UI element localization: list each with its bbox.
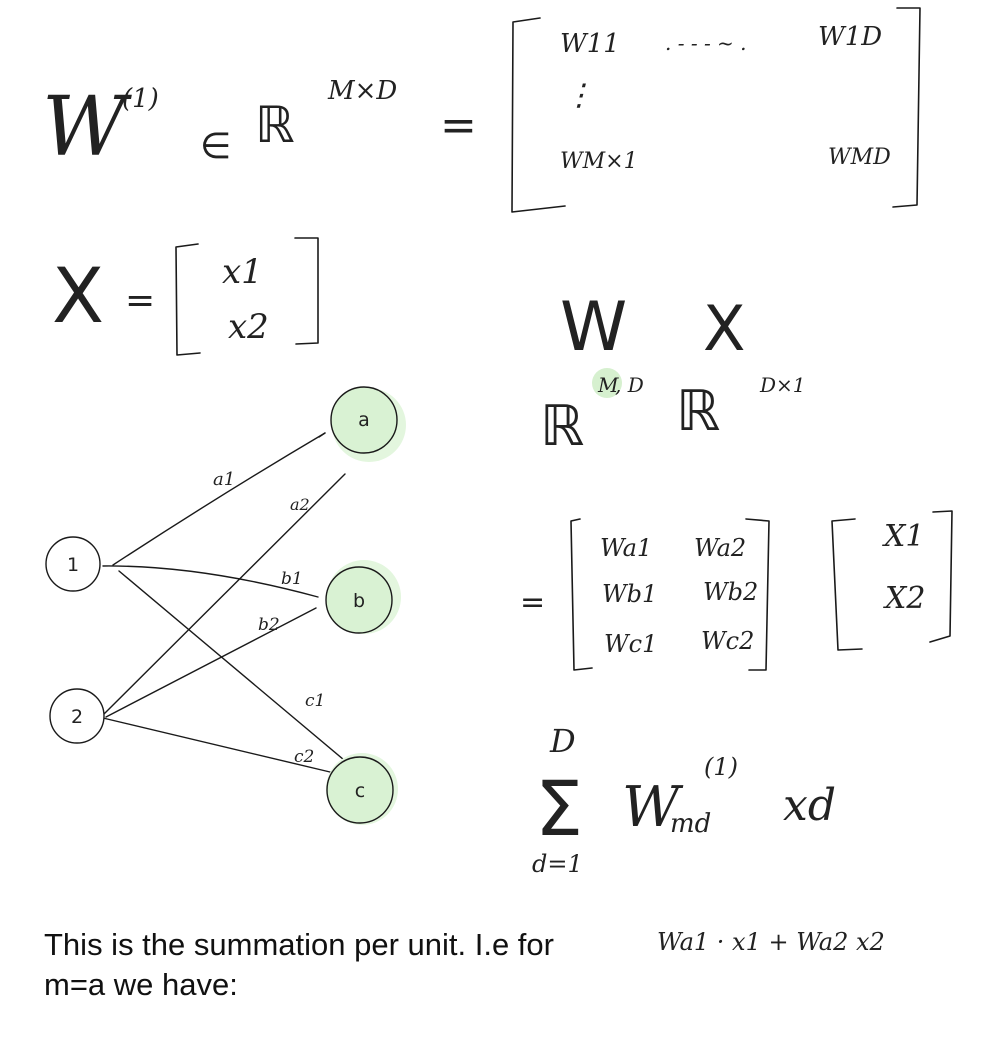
sum-term-subscript: md <box>670 809 711 839</box>
output-node-c-label: c <box>355 780 365 802</box>
edge-label-c2: c2 <box>294 747 314 767</box>
weight-entry-wb2: Wb2 <box>703 578 758 606</box>
product-w-symbol: W <box>560 288 627 367</box>
x-symbol: X <box>52 251 104 340</box>
w-dims-m: M <box>597 373 619 397</box>
sum-lower-limit: d=1 <box>532 850 583 878</box>
sum-term-w: W <box>622 775 684 840</box>
matrix-left-bracket <box>511 17 566 213</box>
edge-1-to-b <box>102 565 319 598</box>
edge-label-a2: a2 <box>290 495 310 514</box>
edge-label-a1: a1 <box>213 469 235 490</box>
x-entry-2: x2 <box>228 307 269 347</box>
sum-upper-limit: D <box>549 722 576 760</box>
edge-label-b1: b1 <box>281 569 303 589</box>
x-entry-1: x1 <box>222 252 263 292</box>
x-left-bracket <box>175 243 201 356</box>
output-node-a: a <box>330 386 406 462</box>
expanded-product: = Wa1 Wa2 Wb1 Wb2 Wc1 Wc2 X1 X2 <box>520 510 953 671</box>
space-dims: M×D <box>327 76 397 106</box>
caption: This is the summation per unit. I.e for … <box>44 927 554 1002</box>
input-node-1: 1 <box>45 536 101 592</box>
x-equals-sign: = <box>125 280 155 321</box>
sum-input-term: xd <box>783 780 836 831</box>
example-expansion: Wa1 · x1 + Wa2 x2 <box>657 928 885 956</box>
input-entry-x2: X2 <box>883 581 925 616</box>
edge-label-c1: c1 <box>305 691 325 711</box>
expanded-equals-sign: = <box>520 585 545 620</box>
inputs-right-bracket <box>929 510 953 643</box>
input-node-2-label: 2 <box>71 706 83 728</box>
x-dims: D×1 <box>759 373 806 397</box>
weights-left-bracket <box>570 518 593 671</box>
product-x-symbol: X <box>703 292 745 365</box>
matrix-entry-w1d: W1D <box>818 22 882 52</box>
output-node-c: c <box>326 753 398 825</box>
weight-entry-wb1: Wb1 <box>602 580 657 608</box>
x-right-bracket <box>294 237 319 345</box>
edge-label-b2: b2 <box>258 615 280 635</box>
input-node-2: 2 <box>49 688 105 744</box>
edge-1-to-c <box>118 570 351 766</box>
weights-right-bracket <box>745 518 770 671</box>
input-entry-x1: X1 <box>882 519 924 554</box>
weight-entry-wc1: Wc1 <box>604 630 657 658</box>
matrix-horizontal-dots: . - - - ~ . <box>665 31 747 55</box>
output-node-a-label: a <box>358 409 370 431</box>
edge-2-to-a <box>103 473 346 715</box>
weight-entry-wc2: Wc2 <box>701 627 754 655</box>
weight-entry-wa1: Wa1 <box>600 534 652 562</box>
output-node-b-label: b <box>353 590 365 612</box>
w-superscript: (1) <box>122 84 159 114</box>
sum-sigma: Σ <box>535 764 583 853</box>
network-diagram: a1 a2 b1 b2 c1 c2 1 2 a b c <box>45 386 406 825</box>
matrix-vertical-dots: ⋮ <box>564 78 594 113</box>
weight-entry-wa2: Wa2 <box>694 534 746 562</box>
product-dimensions: W X ℝ M , D ℝ D×1 <box>540 288 806 459</box>
highlight-m-marker <box>592 368 622 398</box>
edge-2-to-b <box>105 607 317 718</box>
w-dims-rest: , D <box>615 373 644 397</box>
weight-matrix-definition: W (1) ∈ ℝ M×D = W11 . - - - ~ . W1D ⋮ WM… <box>42 7 921 213</box>
matrix-entry-w11: W11 <box>560 29 620 59</box>
inputs-left-bracket <box>831 518 863 651</box>
matrix-right-bracket <box>892 7 921 208</box>
caption-line-2: m=a we have: <box>44 967 238 1002</box>
caption-line-1: This is the summation per unit. I.e for <box>44 927 554 962</box>
arrow-tip-a <box>318 432 326 438</box>
edge-1-to-a <box>112 432 326 566</box>
edge-2-to-c <box>102 717 331 773</box>
output-node-b: b <box>325 560 401 634</box>
real-space-symbol: ℝ <box>255 96 295 154</box>
input-node-1-label: 1 <box>67 554 79 576</box>
x-real-space: ℝ <box>676 379 720 444</box>
input-vector-definition: X = x1 x2 <box>52 237 319 356</box>
matrix-entry-wmx1: WM×1 <box>560 149 638 174</box>
w-real-space: ℝ <box>540 394 584 459</box>
matrix-entry-wmd: WMD <box>828 145 891 170</box>
equals-sign: = <box>440 100 477 151</box>
sum-term-superscript: (1) <box>704 753 738 781</box>
element-of-symbol: ∈ <box>200 126 231 167</box>
summation-formula: D Σ d=1 W md (1) xd <box>532 722 836 878</box>
w-symbol: W <box>42 80 132 175</box>
